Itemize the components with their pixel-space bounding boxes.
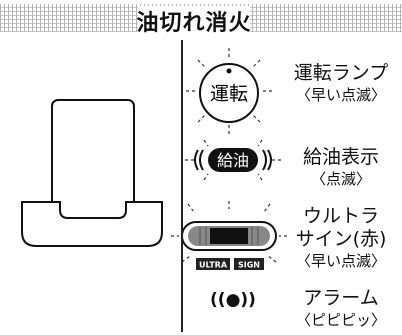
ultra-sign-label: ウルトラ サイン(赤) 〈早い点滅〉 xyxy=(295,205,387,270)
refuel-button-text: 給油 xyxy=(217,151,249,170)
ultra-sign-lamp-icon: ULTRA SIGN xyxy=(171,201,287,270)
sign-badge: SIGN xyxy=(238,261,260,270)
title-box: 油切れ消火 xyxy=(136,6,252,36)
ultra-badge: ULTRA xyxy=(199,261,228,270)
refuel-indicator-icon: 給油 xyxy=(185,139,281,181)
refuel-indicator-label: 給油表示 〈点滅〉 xyxy=(302,146,379,188)
tank-body xyxy=(51,99,135,221)
page-title: 油切れ消火 xyxy=(136,11,252,36)
operation-button-text: 運転 xyxy=(210,83,248,105)
vertical-divider xyxy=(181,40,183,332)
alarm-sound-icon: ((●)) xyxy=(210,290,256,310)
operation-lamp-label: 運転ランプ 〈早い点滅〉 xyxy=(293,62,389,104)
oil-tank-illustration xyxy=(21,99,163,247)
tank-base xyxy=(21,201,163,247)
alarm-label: アラーム 〈ピピピッ〉 xyxy=(295,287,386,329)
operation-lamp-icon: 運転 xyxy=(186,48,272,134)
